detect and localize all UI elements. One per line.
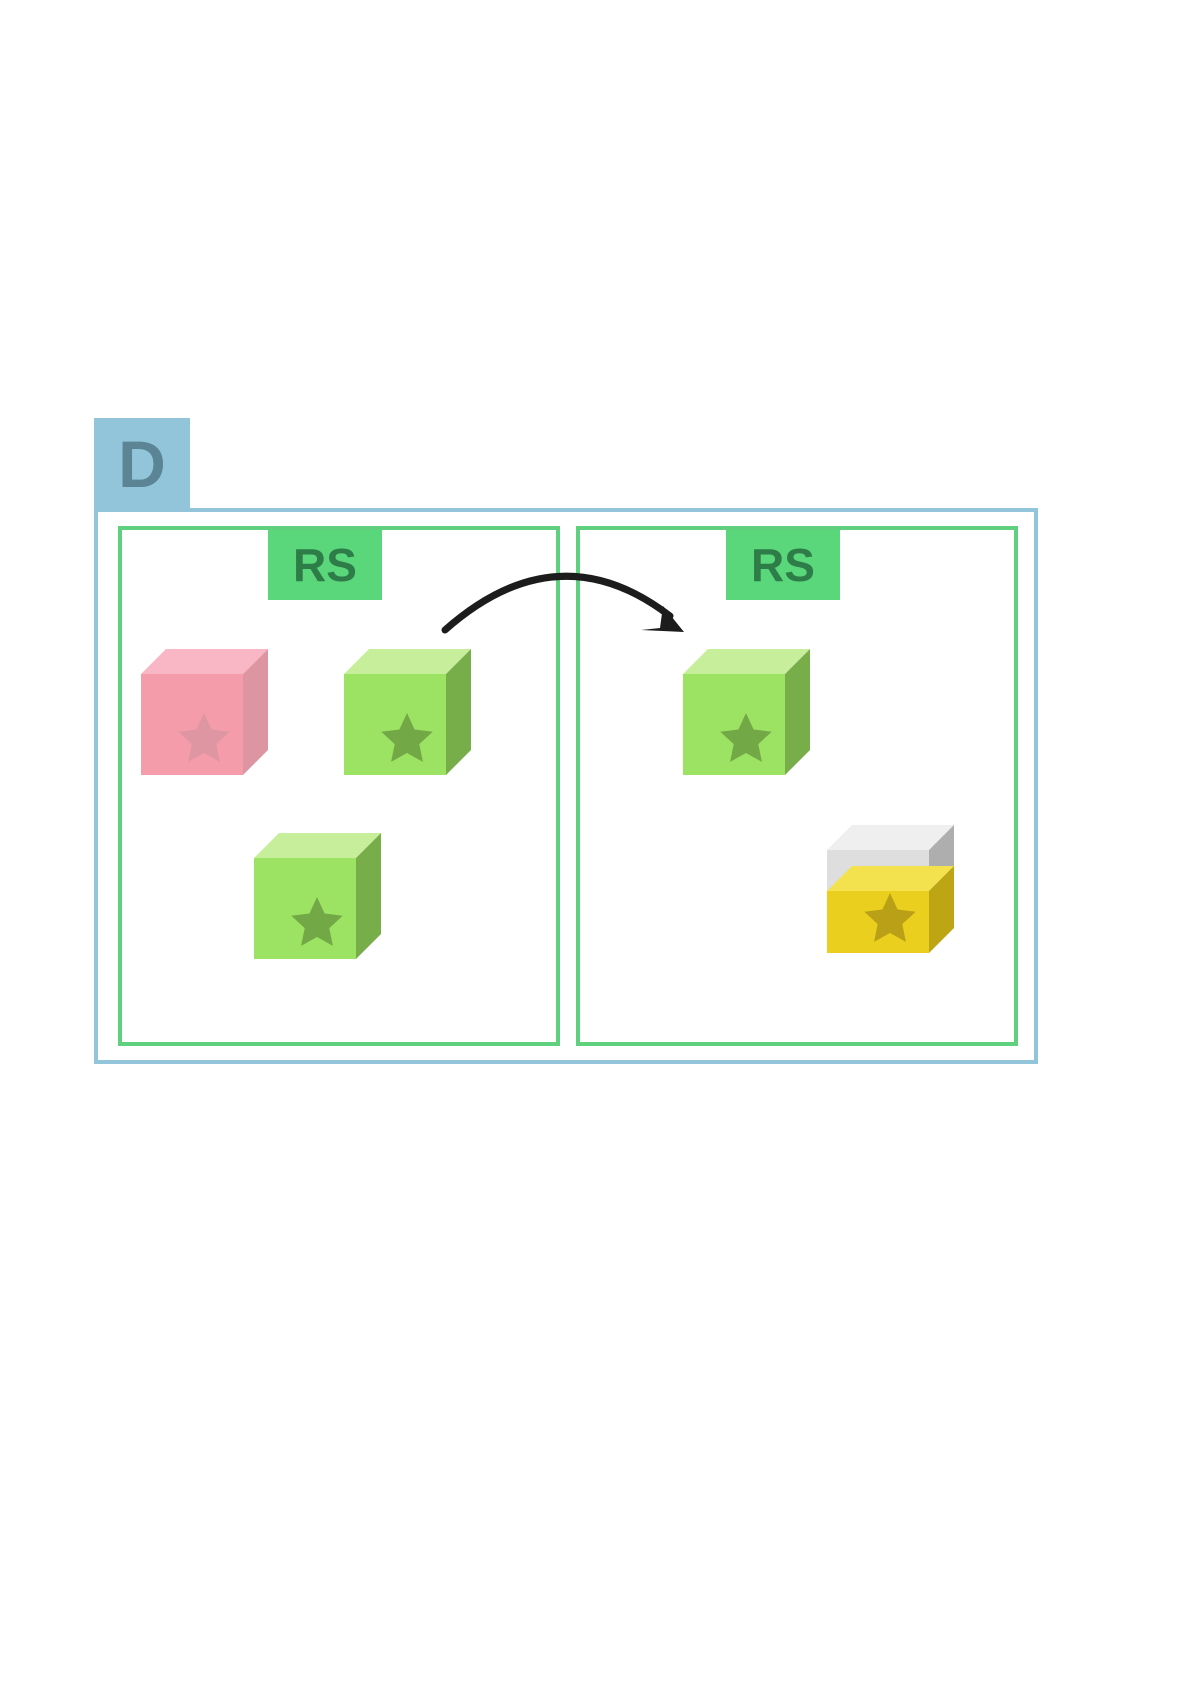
- green-cube: [254, 833, 381, 959]
- rs-label-right-text: RS: [751, 539, 815, 591]
- rs-panel-right: [576, 526, 1018, 1046]
- curved-arrow-icon: [441, 572, 684, 634]
- pink-cube: [141, 649, 268, 775]
- green-cube: [683, 649, 810, 775]
- rs-label-left-text: RS: [293, 539, 357, 591]
- d-container: [94, 508, 1038, 1064]
- rs-label-right: RS: [726, 530, 840, 600]
- rs-panel-left: [118, 526, 560, 1046]
- d-tab-label: D: [118, 427, 166, 501]
- yellow-cube: [827, 825, 954, 953]
- green-cube: [344, 649, 471, 775]
- d-tab: D: [94, 418, 190, 510]
- rs-label-left: RS: [268, 530, 382, 600]
